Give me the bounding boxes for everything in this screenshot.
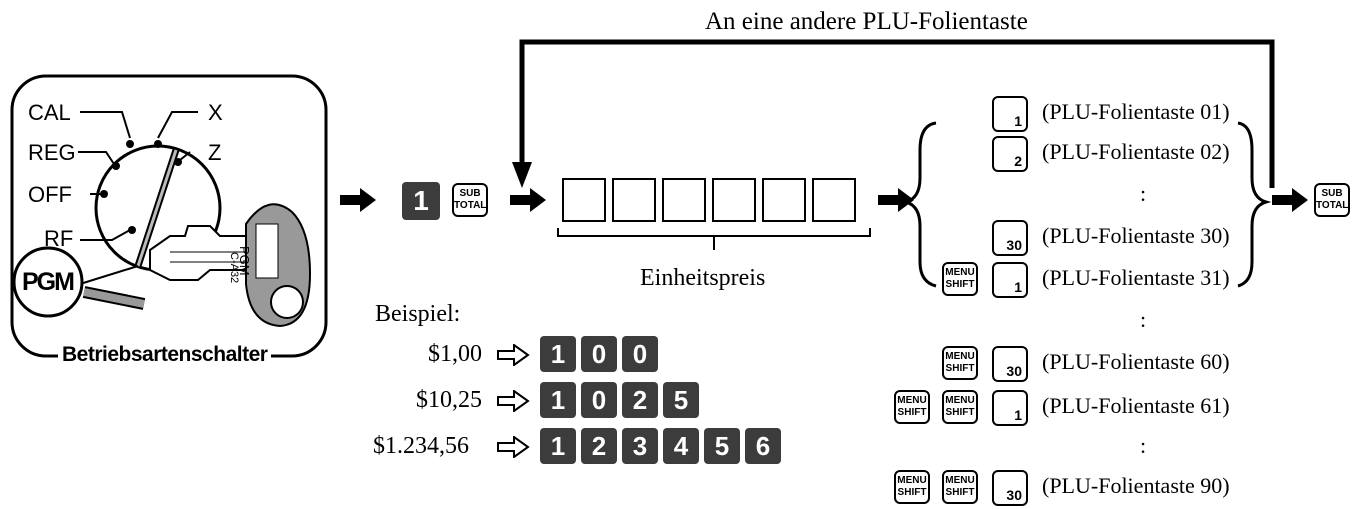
ellipsis-dots: : (1140, 307, 1147, 332)
plu-key-number: 30 (1006, 237, 1022, 253)
digit-key: 2 (581, 428, 617, 464)
ellipsis-dots: : (1140, 433, 1147, 458)
menu-shift-line2: SHIFT (897, 407, 927, 418)
dial-label-cal: CAL (28, 100, 71, 125)
plu-key[interactable]: 1 (992, 96, 1028, 132)
digit-key: 2 (622, 382, 658, 418)
plu-label: (PLU-Folientaste 01) (1042, 99, 1230, 124)
plu-key-number: 1 (1014, 279, 1022, 295)
subtotal-key-end[interactable]: SUB TOTAL (1314, 183, 1350, 217)
loop-label: An eine andere PLU-Folientaste (705, 8, 1028, 35)
menu-shift-line1: MENU (945, 475, 975, 486)
key-label-model: C-A32 (228, 252, 240, 284)
plu-label: (PLU-Folientaste 02) (1042, 139, 1230, 164)
menu-shift-line2: SHIFT (945, 487, 975, 498)
digit-key: 3 (622, 428, 658, 464)
digit-key: 0 (622, 336, 658, 372)
digit-key: 1 (540, 336, 576, 372)
dial-label-x: X (208, 100, 223, 125)
digit-key: 4 (663, 428, 699, 464)
plu-label: (PLU-Folientaste 90) (1042, 473, 1230, 498)
menu-shift-line2: SHIFT (945, 407, 975, 418)
plu-key[interactable]: 2 (992, 136, 1028, 172)
example-title: Beispiel: (375, 301, 461, 327)
menu-shift-line2: SHIFT (897, 487, 927, 498)
plu-key[interactable]: 1 (992, 262, 1028, 298)
subtotal-key[interactable]: SUB TOTAL (452, 183, 488, 217)
arrow-icon (878, 188, 914, 212)
plu-key[interactable]: 30 (992, 220, 1028, 256)
menu-shift-line1: MENU (897, 395, 927, 406)
menu-shift-line1: MENU (945, 351, 975, 362)
price-digit-box (562, 178, 606, 222)
plu-key[interactable]: 30 (992, 470, 1028, 506)
price-digit-box (712, 178, 756, 222)
hollow-arrow-icon (497, 344, 530, 366)
arrow-icon (1272, 188, 1308, 212)
subtotal-key-line2: TOTAL (454, 200, 487, 211)
digit-key: 1 (540, 428, 576, 464)
hollow-arrow-icon (497, 390, 530, 412)
menu-shift-line2: SHIFT (945, 363, 975, 374)
menu-shift-line1: MENU (897, 475, 927, 486)
plu-label: (PLU-Folientaste 30) (1042, 223, 1230, 248)
arrow-icon (340, 188, 376, 212)
plu-label: (PLU-Folientaste 61) (1042, 393, 1230, 418)
plu-key-number: 1 (1014, 407, 1022, 423)
plu-key[interactable]: 30 (992, 346, 1028, 382)
price-label: Einheitspreis (640, 265, 766, 291)
digit-key-1[interactable]: 1 (402, 182, 440, 220)
digit-key: 6 (745, 428, 781, 464)
mode-switch-panel (10, 74, 328, 358)
menu-shift-line1: MENU (945, 395, 975, 406)
price-digit-box (762, 178, 806, 222)
subtotal-key-line1: SUB (1321, 188, 1343, 199)
plu-key-number: 1 (1014, 113, 1022, 129)
plu-key-number: 30 (1006, 487, 1022, 503)
plu-key-number: 2 (1014, 153, 1022, 169)
plu-key-number: 30 (1006, 363, 1022, 379)
example-amount: $1,00 (428, 341, 482, 367)
dial-label-rf: RF (44, 226, 74, 251)
ellipsis-dots: : (1140, 181, 1147, 206)
dial-label-z: Z (208, 140, 222, 165)
example-amount: $1.234,56 (373, 433, 469, 459)
price-digit-box (612, 178, 656, 222)
price-digit-box (662, 178, 706, 222)
hollow-arrow-icon (497, 436, 530, 458)
price-digit-box (812, 178, 856, 222)
digit-key: 5 (704, 428, 740, 464)
plu-label: (PLU-Folientaste 60) (1042, 349, 1230, 374)
digit-key: 5 (663, 382, 699, 418)
pgm-magnified-label: PGM (22, 268, 75, 296)
dial-label-off: OFF (28, 182, 72, 207)
plu-label: (PLU-Folientaste 31) (1042, 265, 1230, 290)
dial-label-reg: REG (28, 140, 76, 165)
subtotal-key-line1: SUB (459, 188, 481, 199)
digit-key: 0 (581, 336, 617, 372)
arrow-icon (510, 188, 546, 212)
subtotal-key-line2: TOTAL (1316, 200, 1349, 211)
menu-shift-line1: MENU (945, 267, 975, 278)
mode-switch-caption: Betriebsartenschalter (58, 343, 272, 367)
example-amount: $10,25 (416, 387, 482, 413)
digit-key: 1 (540, 382, 576, 418)
plu-key[interactable]: 1 (992, 390, 1028, 426)
digit-key: 0 (581, 382, 617, 418)
menu-shift-line2: SHIFT (945, 279, 975, 290)
